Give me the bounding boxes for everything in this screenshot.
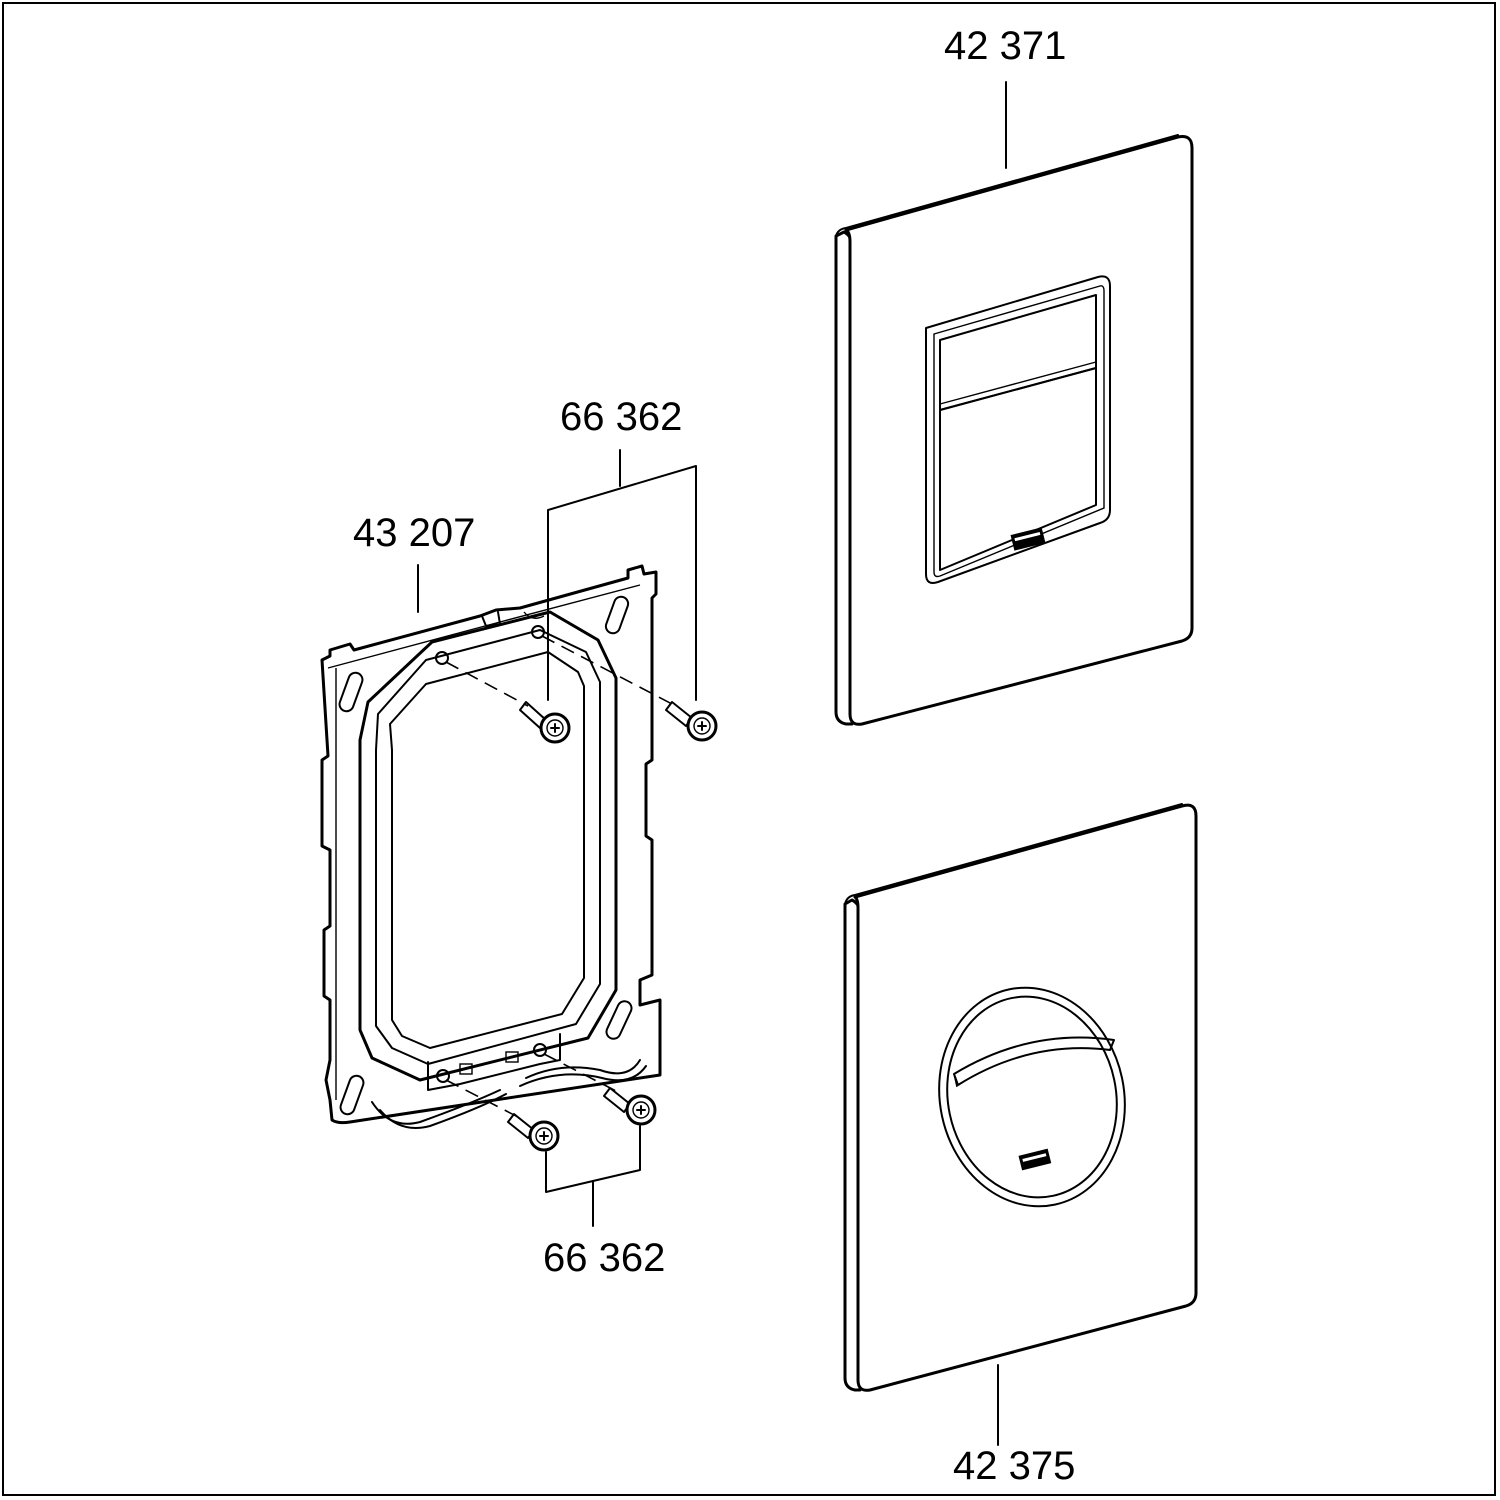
screw-icon: [519, 701, 571, 744]
brand-logo-icon: [1010, 527, 1046, 551]
part-number-flush-plate-round: 42 375: [953, 1444, 1076, 1488]
flush-plate-round: [843, 803, 1198, 1446]
mounting-frame: [320, 564, 662, 1129]
screws-top: [445, 449, 718, 744]
screw-icon: [603, 1087, 657, 1126]
brand-logo-icon: [1018, 1148, 1052, 1171]
part-number-mounting-frame: 43 207: [353, 511, 476, 555]
screw-icon: [665, 701, 718, 742]
screws-bottom: [445, 1053, 657, 1227]
part-number-flush-plate-rect: 42 371: [944, 24, 1067, 68]
flush-plate-rectangular: [834, 81, 1194, 726]
part-number-screws-top: 66 362: [560, 395, 683, 439]
part-number-screws-bottom: 66 362: [543, 1236, 666, 1280]
screw-icon: [507, 1113, 560, 1152]
